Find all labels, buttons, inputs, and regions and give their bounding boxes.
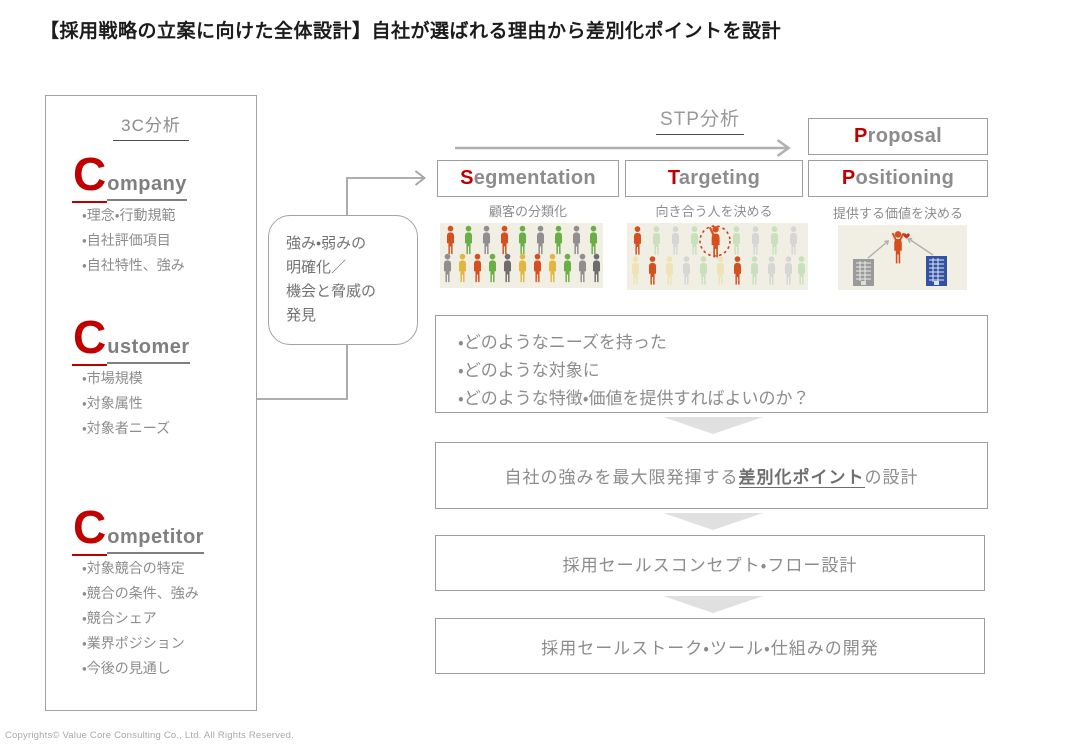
swot-note-box: 強み・弱みの 明確化／ 機会と脅威の 発見 bbox=[268, 215, 418, 345]
needs-item: どのようなニーズを持った bbox=[458, 329, 987, 357]
targeting-rest: argeting bbox=[678, 167, 761, 189]
section-customer: Customer 市場規模 対象属性 対象者ニーズ bbox=[72, 311, 190, 441]
differentiation-design-box: 自社の強みを最大限発揮する差別化ポイントの設計 bbox=[435, 442, 988, 509]
competitor-heading: Competitor bbox=[72, 501, 204, 556]
needs-box: どのようなニーズを持った どのような対象に どのような特徴・価値を提供すればよい… bbox=[435, 315, 988, 413]
stp-heading: STP分析 bbox=[656, 104, 744, 135]
swot-note-line: 明確化／ bbox=[286, 259, 347, 276]
sales-tools-box: 採用セールストーク・ツール・仕組みの開発 bbox=[435, 618, 985, 674]
swot-note-line: 発見 bbox=[286, 307, 317, 324]
targeting-initial: T bbox=[667, 167, 679, 189]
targeting-caption: 向き合う人を決める bbox=[655, 204, 773, 219]
customer-rest: ustomer bbox=[107, 336, 190, 364]
crowd-of-colored-people-icon bbox=[440, 223, 603, 288]
copyright-text: Copyrights© Value Core Consulting Co., L… bbox=[5, 730, 294, 741]
chevron-down-icon bbox=[663, 596, 763, 613]
stp-heading-wrap: STP分析 bbox=[640, 104, 760, 135]
list-item: 理念・行動規範 bbox=[82, 203, 187, 228]
c3-heading-wrap: 3C分析 bbox=[46, 111, 256, 141]
list-item: 業界ポジション bbox=[82, 631, 204, 656]
segmentation-initial: S bbox=[460, 167, 474, 189]
sales-concept-box: 採用セールスコンセプト・フロー設計 bbox=[435, 535, 985, 591]
design-suffix: の設計 bbox=[864, 468, 919, 487]
list-item: 競合シェア bbox=[82, 606, 204, 631]
positioning-caption: 提供する価値を決める bbox=[832, 206, 963, 221]
chevron-down-icon bbox=[663, 417, 763, 434]
crowd-with-circled-person-icon bbox=[627, 223, 808, 290]
needs-item: どのような特徴・価値を提供すればよいのか？ bbox=[458, 385, 987, 413]
chevron-down-icon bbox=[663, 513, 763, 530]
competitor-initial: C bbox=[72, 501, 108, 556]
heart-icon bbox=[903, 233, 910, 239]
segmentation-rest: egmentation bbox=[473, 167, 596, 189]
segmentation-box: Segmentation bbox=[437, 160, 619, 197]
targeting-box: Targeting bbox=[625, 160, 803, 197]
section-competitor: Competitor 対象競合の特定 競合の条件、強み 競合シェア 業界ポジショ… bbox=[72, 501, 204, 681]
list-item: 今後の見通し bbox=[82, 656, 204, 681]
slide-title: 【採用戦略の立案に向けた全体設計】自社が選ばれる理由から差別化ポイントを設計 bbox=[40, 21, 782, 42]
design-emphasis: 差別化ポイント bbox=[738, 468, 865, 488]
list-item: 競合の条件、強み bbox=[82, 581, 204, 606]
company-rest: ompany bbox=[107, 173, 187, 201]
needs-item: どのような対象に bbox=[458, 357, 987, 385]
design-prefix: 自社の強みを最大限発揮する bbox=[504, 468, 739, 487]
list-item: 市場規模 bbox=[82, 366, 190, 391]
c3-analysis-panel: 3C分析 Company 理念・行動規範 自社評価項目 自社特性、強み Cust… bbox=[45, 95, 257, 711]
company-initial: C bbox=[72, 148, 108, 203]
list-item: 対象者ニーズ bbox=[82, 416, 190, 441]
gray-building bbox=[853, 259, 874, 286]
section-company: Company 理念・行動規範 自社評価項目 自社特性、強み bbox=[72, 148, 187, 278]
c3-heading: 3C分析 bbox=[113, 111, 189, 141]
proposal-rest: roposal bbox=[867, 125, 942, 147]
proposal-box: Proposal bbox=[808, 118, 988, 155]
customer-list: 市場規模 対象属性 対象者ニーズ bbox=[72, 366, 190, 441]
swot-note-line: 強み・弱みの bbox=[286, 235, 367, 252]
swot-note-line: 機会と脅威の bbox=[286, 283, 377, 300]
customer-initial: C bbox=[72, 311, 108, 366]
list-item: 対象属性 bbox=[82, 391, 190, 416]
list-item: 自社特性、強み bbox=[82, 253, 187, 278]
company-heading: Company bbox=[72, 148, 187, 203]
list-item: 自社評価項目 bbox=[82, 228, 187, 253]
positioning-box: Positioning bbox=[808, 160, 988, 197]
buildings-pointing-to-person-icon bbox=[838, 225, 967, 290]
segmentation-caption: 顧客の分類化 bbox=[488, 204, 567, 219]
proposal-initial: P bbox=[854, 125, 868, 147]
list-item: 対象競合の特定 bbox=[82, 556, 204, 581]
customer-heading: Customer bbox=[72, 311, 190, 366]
competitor-list: 対象競合の特定 競合の条件、強み 競合シェア 業界ポジション 今後の見通し bbox=[72, 556, 204, 681]
competitor-rest: ompetitor bbox=[107, 526, 204, 554]
company-list: 理念・行動規範 自社評価項目 自社特性、強み bbox=[72, 203, 187, 278]
blue-building bbox=[926, 256, 947, 286]
positioning-initial: P bbox=[841, 167, 856, 189]
positioning-rest: ositioning bbox=[855, 167, 955, 189]
